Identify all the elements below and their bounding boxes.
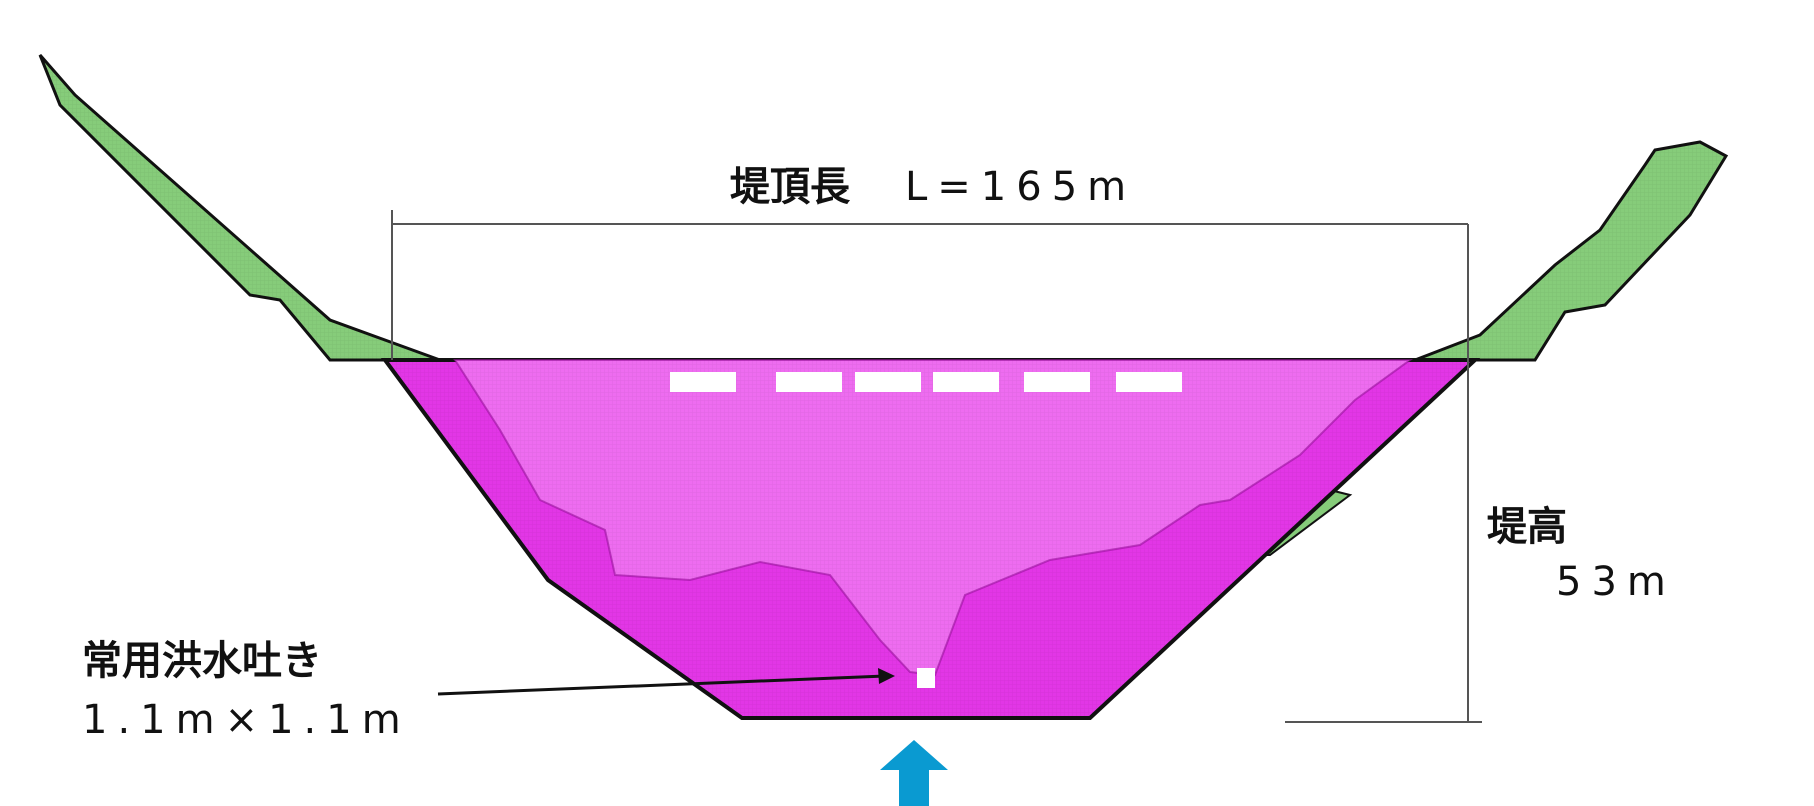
height-dimension [1285,360,1482,723]
outlet-size: 1.1m×1.1m [82,697,411,743]
left-abutment [38,54,441,362]
crest-gates [670,372,1182,392]
dam-body [381,358,1481,720]
height-label: 堤高 [1487,504,1567,550]
outlet-opening [917,668,935,688]
outlet-label: 常用洪水吐き [82,638,322,684]
crest-length-label: 堤頂長 [730,164,851,210]
crest-length-dimension [391,210,1469,360]
flow-arrow [880,740,948,806]
height-value: 53m [1556,559,1676,605]
outlet-leader [437,668,895,696]
crest-length-value: L=165m [905,164,1136,210]
